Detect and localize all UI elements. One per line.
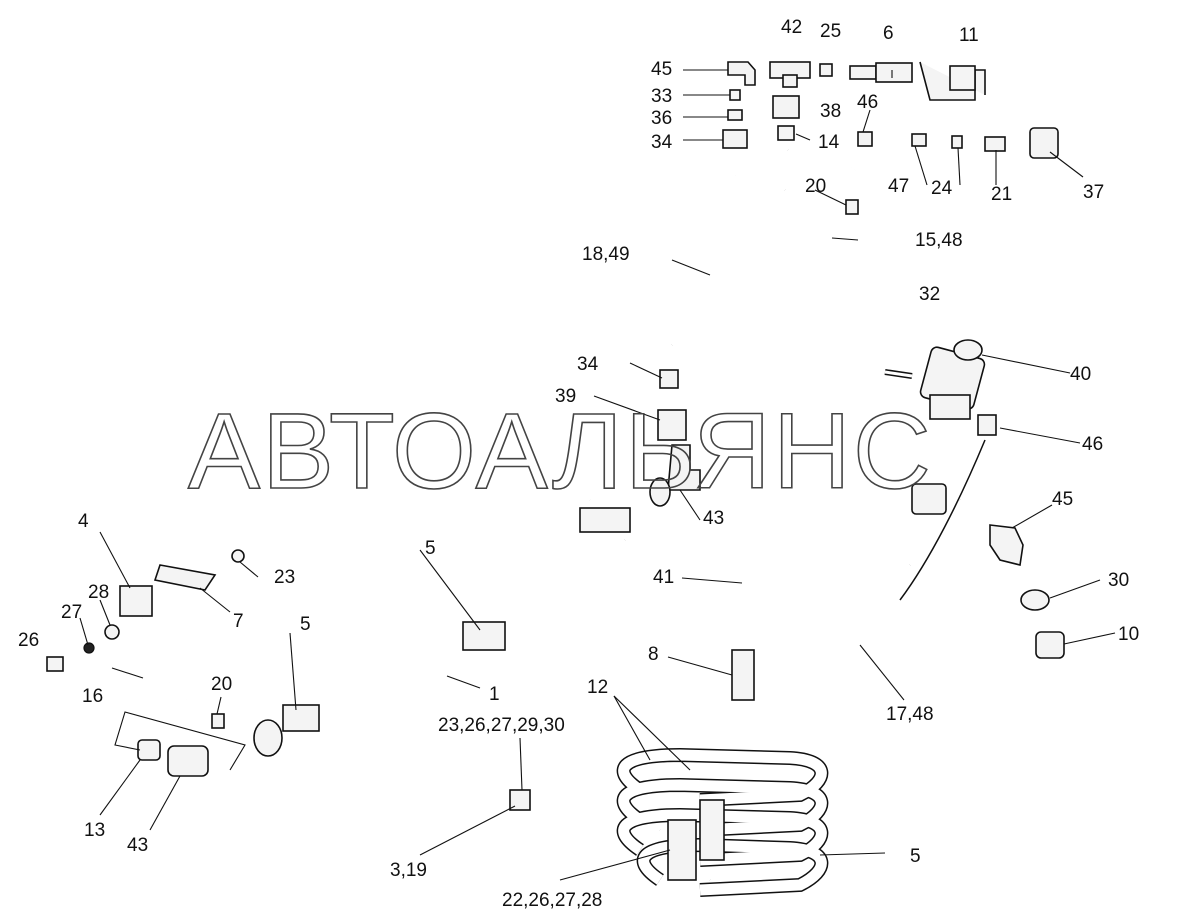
washer-28 <box>104 624 120 640</box>
hose-18-49 <box>671 174 736 346</box>
nut-8 <box>731 649 755 701</box>
label-5-mid: 5 <box>300 614 311 635</box>
elbow-46-top <box>857 131 873 147</box>
sensor-4 <box>119 585 153 617</box>
adapter-10 <box>1035 631 1065 659</box>
label-46-right: 46 <box>1082 434 1103 455</box>
label-10: 10 <box>1118 624 1139 645</box>
coupling-6 <box>849 65 877 80</box>
nut-20-left <box>211 713 225 729</box>
banjo-21 <box>984 136 1006 152</box>
nut-hose-end <box>911 483 947 515</box>
label-16: 16 <box>82 686 103 707</box>
label-38: 38 <box>820 101 841 122</box>
washer-27 <box>83 642 95 654</box>
label-39: 39 <box>555 386 576 407</box>
watermark-text: АВТОАЛЬЯНС <box>188 390 933 511</box>
label-12: 12 <box>587 677 608 698</box>
elbow-45-right <box>989 524 1024 566</box>
label-4: 4 <box>78 511 89 532</box>
ring-36 <box>727 109 743 121</box>
label-36: 36 <box>651 108 672 129</box>
label-8: 8 <box>648 644 659 665</box>
label-45-top: 45 <box>651 59 672 80</box>
label-23-30: 23,26,27,29,30 <box>438 715 565 736</box>
fittings <box>46 61 1065 811</box>
fitting-13 <box>137 739 161 761</box>
label-5-left: 5 <box>425 538 436 559</box>
label-41: 41 <box>653 567 674 588</box>
label-34-mid: 34 <box>577 354 599 375</box>
label-17-48: 17,48 <box>886 704 934 725</box>
label-3-19: 3,19 <box>390 860 427 881</box>
label-20-top: 20 <box>805 176 826 197</box>
clamp-upper <box>579 507 631 533</box>
elbow-45-top <box>727 61 756 86</box>
label-18-49: 18,49 <box>582 244 630 265</box>
gauge-37 <box>1029 127 1059 159</box>
label-43-mid: 43 <box>703 508 724 529</box>
union-43 <box>167 745 209 777</box>
washer-24 <box>951 135 963 149</box>
clamp-5-lower <box>282 704 320 732</box>
label-5-right: 5 <box>910 846 921 867</box>
label-47: 47 <box>888 176 909 197</box>
label-11: 11 <box>959 25 979 46</box>
label-45-right: 45 <box>1052 489 1073 510</box>
clamp-5-left <box>462 621 506 651</box>
label-21: 21 <box>991 184 1012 205</box>
label-28: 28 <box>88 582 109 603</box>
washer-25 <box>819 63 833 77</box>
label-24: 24 <box>931 178 953 199</box>
label-46-top: 46 <box>857 92 878 113</box>
label-1: 1 <box>489 684 500 705</box>
bolt-23 <box>231 549 245 563</box>
nut-20 <box>845 199 859 215</box>
label-42: 42 <box>781 17 802 38</box>
elbow-46-right <box>977 414 997 436</box>
label-43-left: 43 <box>127 835 148 856</box>
label-7: 7 <box>233 611 244 632</box>
label-6: 6 <box>883 23 894 44</box>
fitting-47 <box>911 133 927 147</box>
label-26: 26 <box>18 630 39 651</box>
callout-labels: 42 25 6 11 45 33 36 34 38 46 14 20 47 24… <box>18 17 1139 911</box>
nut-38 <box>772 95 800 119</box>
label-32: 32 <box>919 284 940 305</box>
label-15-48: 15,48 <box>915 230 963 251</box>
label-14: 14 <box>818 132 840 153</box>
label-27: 27 <box>61 602 82 623</box>
clip-23 <box>509 789 531 811</box>
label-40: 40 <box>1070 364 1091 385</box>
adapter-39 <box>657 409 687 441</box>
valve-40 <box>919 339 997 436</box>
label-13: 13 <box>84 820 105 841</box>
nut-34 <box>659 369 679 389</box>
pipes <box>141 148 986 885</box>
label-33: 33 <box>651 86 672 107</box>
label-20-left: 20 <box>211 674 232 695</box>
o-ring-30 <box>1020 589 1050 611</box>
label-22-28: 22,26,27,28 <box>502 890 602 911</box>
coil-12 <box>616 747 829 897</box>
label-23: 23 <box>274 567 295 588</box>
label-34-top: 34 <box>651 132 673 153</box>
union-14 <box>777 125 795 141</box>
label-30: 30 <box>1108 570 1129 591</box>
nut-34-top <box>722 129 748 149</box>
leader-lines <box>79 69 1116 881</box>
label-25: 25 <box>820 21 841 42</box>
nut-26 <box>46 656 64 672</box>
label-37: 37 <box>1083 182 1104 203</box>
bracket-7 <box>153 564 217 591</box>
